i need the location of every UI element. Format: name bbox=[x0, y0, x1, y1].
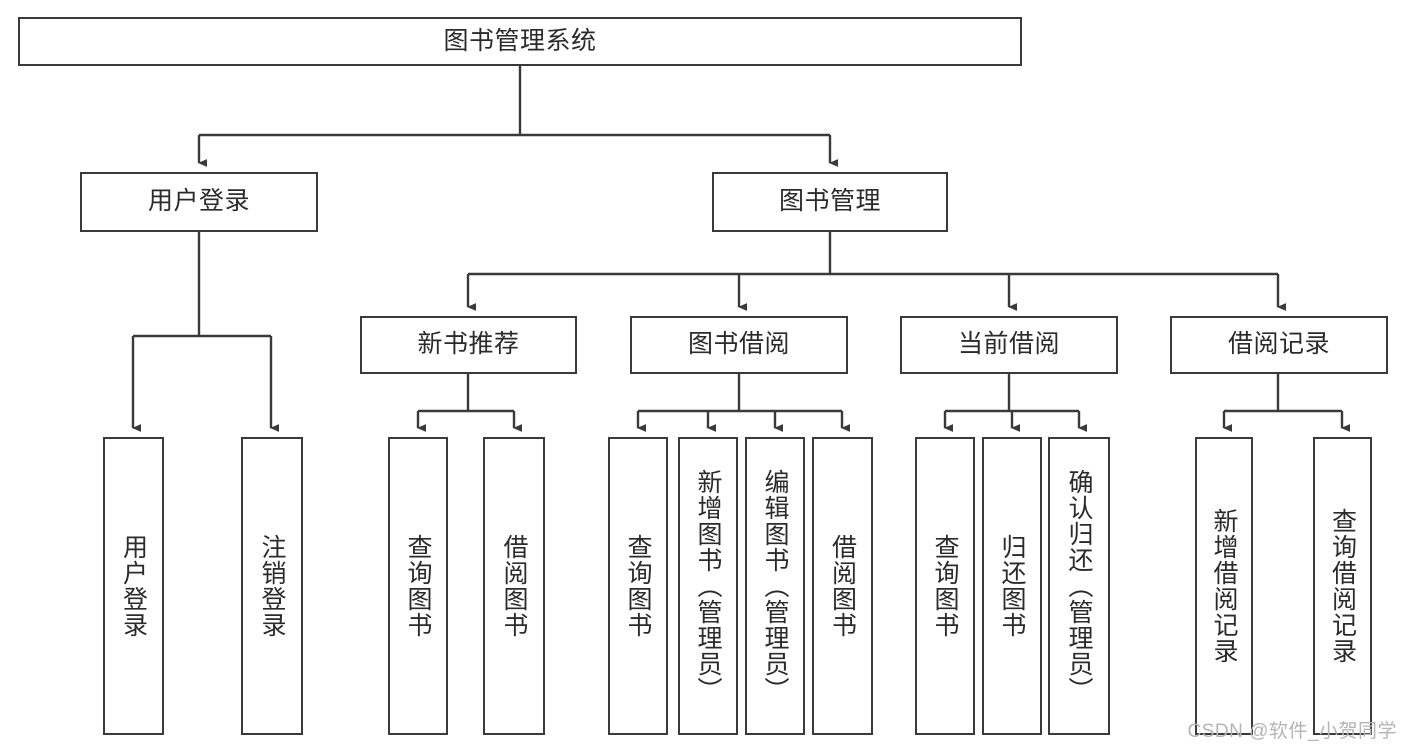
node-label: 图书管理 bbox=[778, 187, 881, 216]
node-label: 查询图书 bbox=[624, 534, 652, 638]
node-book-borrow[interactable]: 图书借阅 bbox=[630, 316, 848, 374]
leaf-borrow-add-book-admin[interactable]: 新增图书（管理员） bbox=[678, 437, 738, 735]
leaf-current-query-book[interactable]: 查询图书 bbox=[915, 437, 975, 735]
leaf-borrow-edit-book-admin[interactable]: 编辑图书（管理员） bbox=[745, 437, 805, 735]
node-user-login[interactable]: 用户登录 bbox=[80, 172, 318, 232]
node-borrow-record[interactable]: 借阅记录 bbox=[1170, 316, 1388, 374]
node-root-book-management-system[interactable]: 图书管理系统 bbox=[18, 17, 1022, 66]
node-label: 编辑图书（管理员） bbox=[761, 469, 789, 703]
node-label: 新增借阅记录 bbox=[1210, 508, 1238, 664]
leaf-current-return-book[interactable]: 归还图书 bbox=[982, 437, 1042, 735]
node-label: 新增图书（管理员） bbox=[694, 469, 722, 703]
node-book-management[interactable]: 图书管理 bbox=[712, 172, 948, 232]
node-label: 借阅图书 bbox=[828, 534, 857, 638]
node-label: 图书借阅 bbox=[687, 330, 790, 359]
leaf-recommend-borrow-book[interactable]: 借阅图书 bbox=[483, 437, 545, 735]
node-label: 用户登录 bbox=[119, 534, 148, 638]
leaf-record-add-borrow-record[interactable]: 新增借阅记录 bbox=[1195, 437, 1253, 735]
node-label: 归还图书 bbox=[998, 534, 1026, 638]
node-label: 确认归还（管理员） bbox=[1065, 469, 1093, 703]
csdn-watermark: CSDN @软件_小贺同学 bbox=[1187, 721, 1397, 742]
node-label: 注销登录 bbox=[258, 534, 286, 638]
leaf-borrow-borrow-book[interactable]: 借阅图书 bbox=[812, 437, 873, 735]
node-label: 查询图书 bbox=[404, 534, 432, 638]
node-label: 借阅图书 bbox=[500, 534, 528, 638]
leaf-user-logout[interactable]: 注销登录 bbox=[241, 437, 303, 735]
node-label: 借阅记录 bbox=[1227, 330, 1330, 359]
leaf-recommend-query-book[interactable]: 查询图书 bbox=[388, 437, 448, 735]
node-label: 用户登录 bbox=[147, 187, 250, 216]
leaf-borrow-query-book[interactable]: 查询图书 bbox=[608, 437, 668, 735]
leaf-user-login[interactable]: 用户登录 bbox=[103, 437, 164, 735]
node-label: 图书管理系统 bbox=[443, 26, 597, 55]
node-label: 新书推荐 bbox=[417, 330, 520, 359]
node-current-borrow[interactable]: 当前借阅 bbox=[900, 316, 1118, 374]
node-label: 查询借阅记录 bbox=[1328, 508, 1357, 664]
leaf-record-query-borrow-record[interactable]: 查询借阅记录 bbox=[1313, 437, 1372, 735]
node-label: 当前借阅 bbox=[957, 330, 1060, 359]
node-label: 查询图书 bbox=[931, 534, 959, 638]
node-new-book-recommend[interactable]: 新书推荐 bbox=[360, 316, 577, 374]
leaf-current-confirm-return-admin[interactable]: 确认归还（管理员） bbox=[1048, 437, 1110, 735]
